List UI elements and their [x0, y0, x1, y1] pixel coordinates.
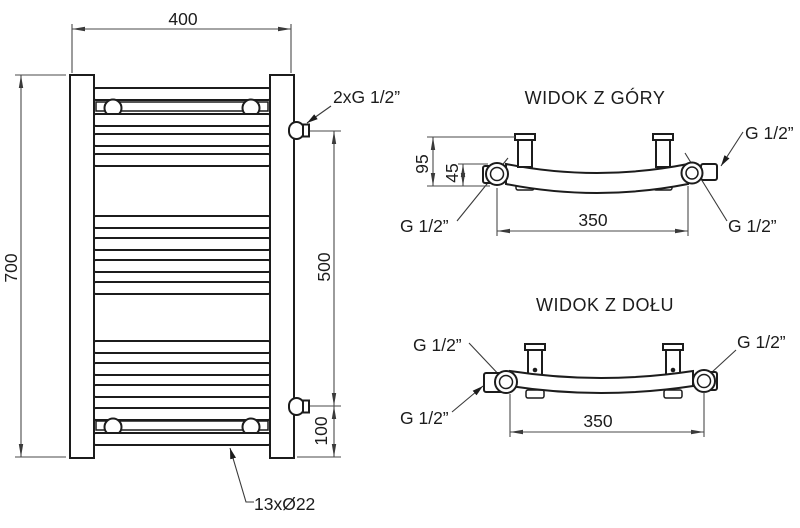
dimension-value: 350	[583, 411, 612, 431]
fitting-tab	[302, 123, 310, 138]
tube	[90, 407, 274, 421]
leader-line	[710, 349, 737, 374]
bottom-view-title: WIDOK Z DOŁU	[536, 295, 674, 315]
right-thread-fitting	[680, 161, 718, 185]
wall-bracket	[514, 133, 536, 168]
curved-tube	[509, 369, 694, 394]
front-view: 400 700 500 100 2xG 1/2”	[1, 9, 400, 514]
thread-label: G 1/2”	[413, 335, 462, 355]
wall-bracket-bar-bottom	[95, 420, 269, 431]
bottom-view: WIDOK Z DOŁU	[400, 295, 786, 437]
dimension-connection-span: 500	[310, 130, 341, 406]
bracket-cap	[514, 133, 536, 141]
thread-callout-top-right: G 1/2”	[720, 123, 794, 167]
tube	[90, 237, 274, 251]
top-view: WIDOK Z GÓRY	[400, 87, 794, 236]
connections-callout: 2xG 1/2”	[306, 87, 400, 124]
thread-bore	[489, 166, 505, 182]
lower-connection-fitting	[288, 397, 310, 416]
thread-bore	[498, 374, 514, 390]
bracket-cap	[662, 343, 684, 351]
tube	[90, 384, 274, 398]
dimension-value: 45	[442, 163, 462, 182]
dimension-height: 700	[1, 74, 66, 458]
thread-bore	[696, 373, 712, 389]
tube	[90, 87, 274, 101]
wall-bracket	[652, 133, 674, 168]
dimension-value: 95	[412, 154, 432, 173]
dimension-depth: 95	[412, 136, 515, 187]
connections-label: 2xG 1/2”	[333, 87, 400, 107]
thread-bore	[685, 166, 699, 180]
thread-label: G 1/2”	[745, 123, 794, 143]
wall-bracket	[524, 343, 546, 377]
screw-hole	[670, 367, 676, 373]
upper-connection-fitting	[288, 121, 310, 140]
right-collector-rail	[269, 74, 295, 459]
tubes-callout: 13xØ22	[229, 447, 315, 514]
tube	[90, 215, 274, 229]
thread-label: G 1/2”	[737, 332, 786, 352]
wall-bracket-bar-top	[95, 101, 269, 112]
dimension-value: 500	[314, 252, 334, 281]
right-thread-fitting	[692, 369, 718, 393]
dimension-bottom-offset: 100	[297, 405, 341, 458]
tube	[90, 259, 274, 273]
curved-tube	[505, 162, 689, 194]
fitting-body	[288, 397, 305, 416]
left-thread-fitting	[482, 162, 509, 186]
leader-line	[720, 131, 744, 167]
left-collector-rail	[69, 74, 95, 459]
dimension-offset: 45	[442, 163, 488, 186]
leader-line	[306, 105, 332, 124]
bracket-cap	[652, 133, 674, 141]
fitting-body	[288, 121, 305, 140]
dimension-value: 350	[578, 210, 607, 230]
bracket-cap	[524, 343, 546, 351]
dimension-width: 400	[71, 9, 292, 73]
dimension-value: 700	[1, 253, 21, 282]
tube	[90, 281, 274, 295]
dimension-connection-spacing: 350	[509, 392, 705, 437]
tube	[90, 153, 274, 167]
thread-callout-bottom-left: G 1/2”	[400, 385, 484, 428]
dimension-value: 400	[168, 9, 197, 29]
bracket-body	[655, 138, 671, 168]
thread-label: G 1/2”	[400, 408, 449, 428]
dimension-value: 100	[311, 416, 331, 445]
tube	[90, 340, 274, 354]
top-view-title: WIDOK Z GÓRY	[525, 87, 666, 108]
wall-bracket	[662, 343, 684, 377]
bracket-body	[517, 138, 533, 168]
tubes-label: 13xØ22	[254, 494, 315, 514]
fitting-tab	[302, 399, 310, 414]
tube	[90, 432, 274, 446]
dimension-connection-spacing: 350	[496, 186, 689, 236]
thread-label: G 1/2”	[728, 216, 777, 236]
screw-hole	[532, 367, 538, 373]
leader-line	[451, 385, 484, 413]
tube	[90, 113, 274, 127]
tube	[90, 133, 274, 147]
bracket-pad	[663, 389, 683, 399]
left-thread-fitting	[483, 370, 518, 394]
tube	[90, 362, 274, 376]
leader-line	[229, 447, 254, 503]
bracket-pad	[525, 389, 545, 399]
thread-label: G 1/2”	[400, 216, 449, 236]
